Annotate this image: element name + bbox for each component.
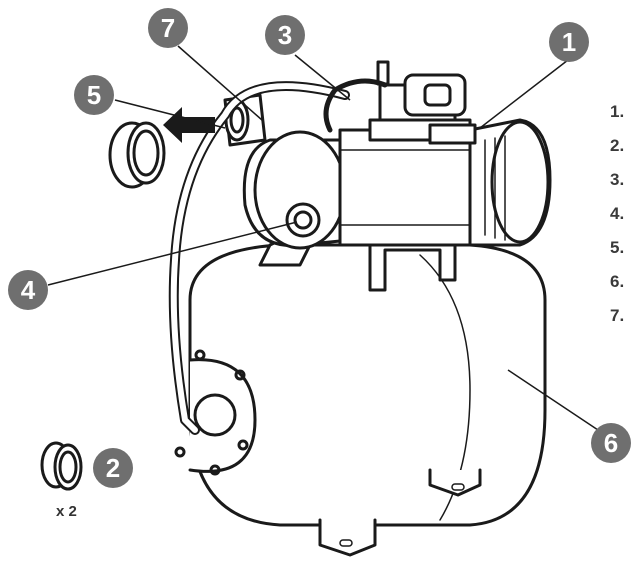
legend-item-5: 5. bbox=[610, 238, 625, 257]
callout-5: 5 bbox=[74, 75, 114, 115]
outlet-port bbox=[223, 93, 267, 147]
tank-feet bbox=[318, 468, 482, 557]
legend-item-6: 6. bbox=[610, 272, 625, 291]
legend-item-2: 2. bbox=[610, 136, 625, 155]
callout-7-label: 7 bbox=[161, 13, 175, 43]
spare-plugs bbox=[40, 441, 83, 491]
callout-5-label: 5 bbox=[87, 80, 101, 110]
callout-7: 7 bbox=[148, 8, 188, 48]
pump-body bbox=[242, 118, 552, 250]
side-port bbox=[285, 202, 321, 238]
callout-2: 2 bbox=[93, 448, 133, 488]
callout-2-label: 2 bbox=[106, 453, 120, 483]
quantity-label: x 2 bbox=[56, 503, 77, 520]
legend-item-4: 4. bbox=[610, 204, 625, 223]
callout-1: 1 bbox=[549, 22, 589, 62]
legend-item-1: 1. bbox=[610, 102, 625, 121]
hose bbox=[168, 78, 388, 435]
callout-3-label: 3 bbox=[278, 20, 292, 50]
pressure-switch bbox=[368, 60, 477, 145]
tank-flange bbox=[174, 349, 257, 476]
legend-item-7: 7. bbox=[610, 306, 625, 325]
callout-6: 6 bbox=[591, 423, 631, 463]
pressure-tank bbox=[188, 243, 547, 527]
legend-item-3: 3. bbox=[610, 170, 625, 189]
callout-4-label: 4 bbox=[21, 275, 36, 305]
outlet-plug bbox=[108, 121, 166, 189]
leader-lines bbox=[47, 45, 611, 439]
callout-4: 4 bbox=[8, 270, 48, 310]
callout-6-label: 6 bbox=[604, 428, 618, 458]
callout-1-label: 1 bbox=[562, 27, 576, 57]
callout-3: 3 bbox=[265, 15, 305, 55]
